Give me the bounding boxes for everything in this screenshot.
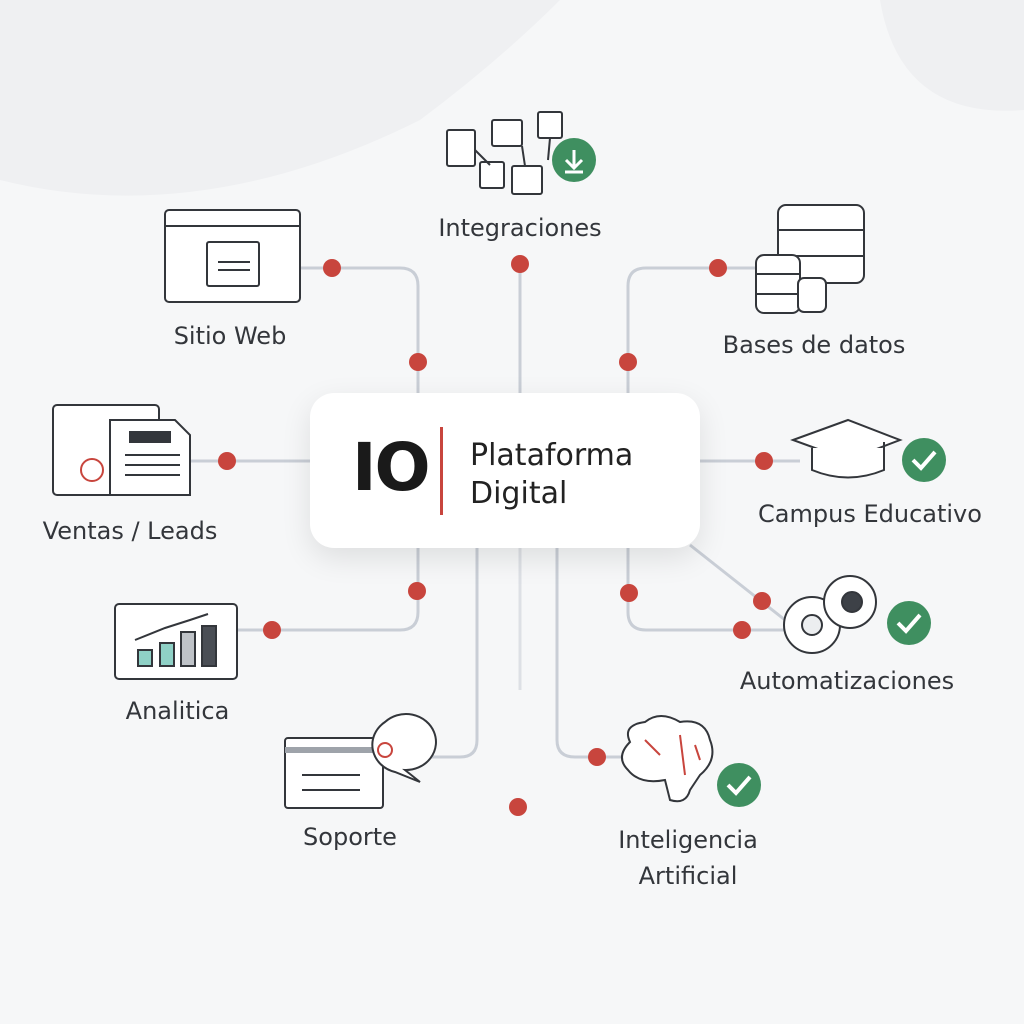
ia-line-2: Artificial bbox=[638, 862, 738, 890]
node-dot bbox=[620, 584, 638, 602]
node-dot bbox=[619, 353, 637, 371]
integrations-icon bbox=[446, 111, 596, 195]
node-dot bbox=[409, 353, 427, 371]
node-dot bbox=[733, 621, 751, 639]
title-line-1: Plataforma bbox=[470, 438, 634, 473]
label-inteligencia-artificial: Inteligencia Artificial bbox=[588, 822, 788, 894]
label-campus-educativo: Campus Educativo bbox=[758, 500, 982, 528]
node-dot bbox=[709, 259, 727, 277]
node-dot bbox=[511, 255, 529, 273]
platform-title: Plataforma Digital bbox=[470, 437, 633, 513]
node-dot bbox=[588, 748, 606, 766]
node-dot bbox=[263, 621, 281, 639]
label-automatizaciones: Automatizaciones bbox=[739, 667, 955, 695]
label-bases-de-datos: Bases de datos bbox=[722, 331, 906, 359]
label-ventas-leads: Ventas / Leads bbox=[42, 517, 218, 545]
logo: IO bbox=[352, 429, 431, 506]
node-dot bbox=[509, 798, 527, 816]
gears-icon bbox=[783, 575, 931, 654]
node-dot bbox=[218, 452, 236, 470]
analytics-chart-icon bbox=[114, 603, 238, 680]
central-platform-card: IO Plataforma Digital bbox=[310, 393, 700, 548]
label-soporte: Soporte bbox=[303, 823, 397, 851]
graduation-cap-icon bbox=[790, 418, 946, 482]
label-sitio-web: Sitio Web bbox=[173, 322, 287, 350]
title-line-2: Digital bbox=[470, 476, 568, 511]
node-dot bbox=[323, 259, 341, 277]
label-integraciones: Integraciones bbox=[438, 214, 602, 242]
sales-leads-icon bbox=[52, 404, 191, 496]
label-analitica: Analitica bbox=[125, 697, 230, 725]
divider bbox=[440, 427, 443, 515]
brain-icon bbox=[621, 715, 761, 807]
ia-line-1: Inteligencia bbox=[618, 826, 758, 854]
node-dot bbox=[408, 582, 426, 600]
node-dot bbox=[755, 452, 773, 470]
support-chat-icon bbox=[284, 713, 437, 809]
node-dot bbox=[753, 592, 771, 610]
website-icon bbox=[164, 209, 301, 303]
database-icon bbox=[755, 204, 865, 314]
